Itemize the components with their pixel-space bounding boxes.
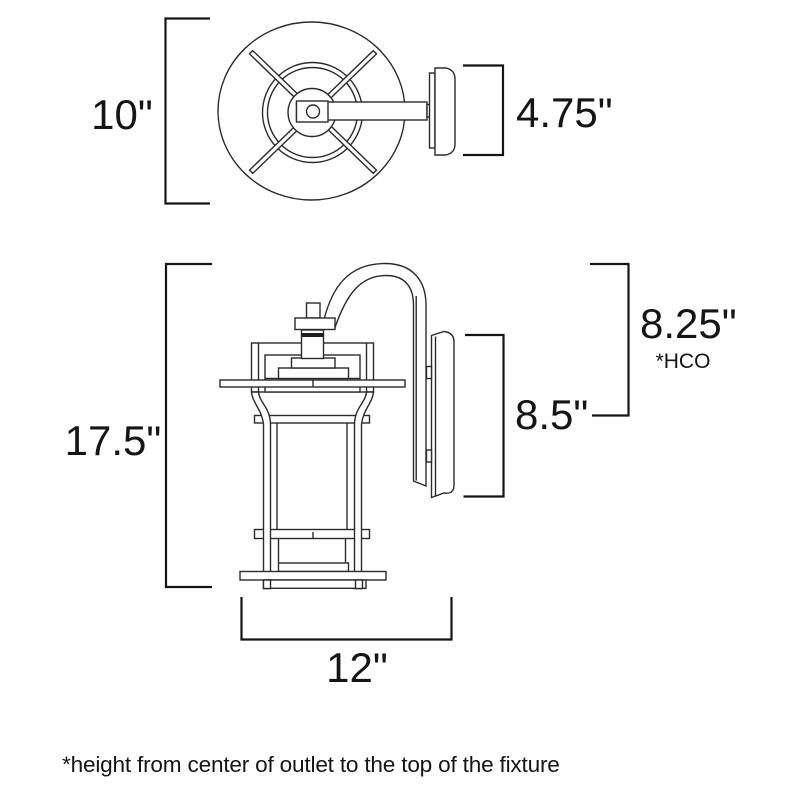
dim-label-backplate-depth: 4.75": [516, 89, 613, 136]
wall-plate-side: [425, 330, 455, 499]
lantern-cap: [219, 302, 406, 393]
dim-label-hco: 8.25": [640, 300, 737, 347]
dim-label-diameter: 10": [91, 91, 153, 138]
bottom-plate: [239, 570, 387, 581]
bottom-rim: [262, 579, 367, 590]
dim-bracket-backplate-height: [463, 333, 505, 498]
dim-bracket-fixture-height: [164, 262, 212, 589]
glass-holder: [277, 562, 350, 573]
dim-label-backplate-height: 8.5": [515, 391, 588, 438]
dim-label-hco-note: *HCO: [656, 350, 711, 373]
dim-bracket-projection: [240, 597, 453, 641]
dim-bracket-hco: [590, 262, 630, 417]
side-view-drawing: 17.5" 8.25" *HCO 8.5" 12": [65, 262, 737, 691]
top-view-drawing: 10" 4.75": [91, 17, 613, 205]
lower-ring: [253, 528, 371, 540]
finial-knob: [305, 302, 321, 319]
dim-bracket-diameter: [164, 17, 210, 205]
hub-center-circle: [305, 104, 321, 119]
glass-cylinder: [253, 414, 371, 573]
dim-label-fixture-height: 17.5": [65, 417, 162, 464]
footnote-text: *height from center of outlet to the top…: [62, 752, 560, 777]
finial-base-plate: [294, 317, 336, 331]
dim-label-projection: 12": [326, 644, 388, 691]
upper-ring: [253, 414, 371, 424]
dim-bracket-backplate-depth: [463, 64, 505, 157]
wall-plate-edge: [428, 67, 456, 156]
plate-clip-top: [425, 365, 433, 380]
finial-stem-band: [301, 333, 324, 337]
plate-clip-bottom: [425, 449, 433, 463]
